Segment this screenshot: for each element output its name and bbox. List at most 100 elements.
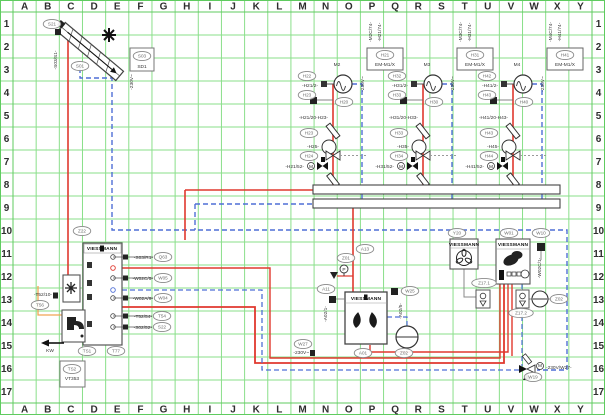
grid-column-label: A	[21, 405, 28, 415]
grid-row-label: 16	[593, 364, 605, 375]
label-h41-74: -H41/74-	[557, 22, 563, 41]
collector-flow-arrow	[67, 31, 113, 70]
badge-w05: W05	[153, 272, 173, 284]
label-a02-5: -A02/5-	[398, 303, 404, 319]
grid-row-label: 11	[1, 249, 12, 260]
boiler-box	[344, 291, 388, 345]
badge-h20: H20	[334, 96, 354, 108]
badge-ts1: TS1	[77, 345, 97, 357]
grid-column-label: F	[137, 405, 143, 415]
svg-text:T56: T56	[36, 303, 44, 308]
label-230v: -230V~	[360, 76, 366, 92]
svg-text:A13: A13	[361, 247, 370, 252]
motor-actuator-icon	[536, 362, 544, 370]
badge-h34: H34	[389, 150, 409, 162]
svg-text:A11: A11	[322, 287, 330, 292]
label-m4: M4	[514, 62, 521, 68]
svg-text:TS2: TS2	[68, 367, 77, 372]
label-h31-20-h33: -H31/20-H33-	[389, 115, 418, 121]
grid-row-label: 14	[1, 318, 13, 329]
flame-icons	[353, 312, 377, 328]
grid-column-label: J	[230, 2, 236, 13]
label-h41-52: -H41/52-	[465, 164, 484, 170]
boiler-assembly	[310, 264, 419, 356]
solar-controller-assembly	[41, 242, 153, 388]
svg-text:Z17.2: Z17.2	[515, 311, 527, 316]
s21-sensor-square	[55, 29, 61, 35]
label-h25: -H25-	[307, 144, 319, 150]
tap-drop	[80, 334, 84, 338]
labels-layer: S21S01S03SD1-S03/S1--230V~M2H22-H21/2-H2…	[30, 18, 576, 383]
heating-circuit-m3	[396, 47, 494, 200]
svg-text:Z22: Z22	[78, 229, 86, 234]
label-m4c-74: -M4C/74-	[548, 22, 554, 42]
svg-text:Z02: Z02	[555, 297, 563, 302]
kw-arrow-icon	[41, 339, 49, 347]
grid-column-label: U	[484, 2, 491, 13]
grid-column-label: G	[160, 405, 168, 415]
safety-valve-icon	[330, 272, 338, 279]
svg-text:W19: W19	[528, 375, 538, 380]
grid-row-label: 15	[1, 341, 13, 352]
boiler-logo-square	[364, 294, 368, 300]
svg-text:H40: H40	[520, 100, 529, 105]
w10-sensor-square	[537, 243, 545, 251]
label-h31-74: -H31/74-	[467, 22, 473, 41]
label-h31-2: -H31/2-	[392, 83, 408, 89]
grid-column-label: U	[484, 405, 491, 415]
grid-row-label: 10	[1, 226, 13, 237]
label-w02c-1: -W02C/1-	[537, 257, 543, 278]
svg-text:S03: S03	[138, 54, 147, 59]
a11-connector-square	[329, 296, 336, 303]
grid-row-label: 4	[4, 88, 10, 99]
badge-h33: H33	[387, 89, 407, 101]
grid-row-label: 9	[596, 203, 602, 214]
label-em-m1-x: EM-M1/X	[375, 62, 396, 68]
collector-arrow-head	[110, 67, 117, 74]
grid-column-label: S	[438, 405, 445, 415]
grid-column-label: D	[90, 405, 97, 415]
grid-column-label: L	[276, 2, 282, 13]
badge-h43: H43	[477, 89, 497, 101]
grid-row-label: 6	[4, 134, 10, 145]
badge-h33: H33	[389, 127, 409, 139]
label-m2c-74: -M2C/74-	[368, 22, 374, 42]
label-viessmann: VIESSMANN	[498, 242, 529, 248]
grid-column-label: Q	[391, 405, 399, 415]
badge-s22: S22	[152, 321, 172, 333]
badge-h30: H30	[424, 96, 444, 108]
label-viessmann: VIESSMANN	[87, 246, 118, 252]
badge-a11: A11	[316, 283, 336, 295]
svg-text:Q63: Q63	[159, 255, 168, 260]
grid-column-label: V	[508, 2, 515, 13]
sensor-orange-wire	[37, 286, 62, 316]
motor-valve-left	[519, 365, 527, 373]
controller-return-cable	[122, 289, 521, 371]
badge-h41: H41	[555, 49, 575, 61]
unit-key1	[506, 271, 512, 277]
label-viessmann: VIESSMANN	[351, 296, 382, 302]
label-em-m1-x: EM-M1/X	[465, 62, 486, 68]
badge-z17-1: Z17.1	[471, 277, 497, 289]
piping-layer	[37, 40, 568, 371]
svg-text:W25: W25	[405, 289, 415, 294]
grid-column-label: X	[554, 405, 561, 415]
label-h21-74: -H21/74-	[377, 22, 383, 41]
badge-h22: H22	[297, 70, 317, 82]
grid-row-label: 7	[596, 157, 602, 168]
badge-h23: H23	[299, 127, 319, 139]
grid-column-label: W	[529, 2, 539, 13]
grid-column-label: Y	[577, 405, 584, 415]
grid-column-label: M	[298, 405, 306, 415]
badge-w25: W25	[400, 285, 420, 297]
badge-h23: H23	[297, 89, 317, 101]
badge-ts2: TS2	[62, 363, 82, 375]
grid-row-label: 5	[4, 111, 10, 122]
badge-y20: Y20	[447, 227, 467, 239]
controller-outdoor-cable-a	[122, 267, 501, 359]
grid-column-label: H	[183, 2, 190, 13]
grid-row-label: 1	[4, 19, 10, 30]
grid-column-label: H	[183, 405, 190, 415]
